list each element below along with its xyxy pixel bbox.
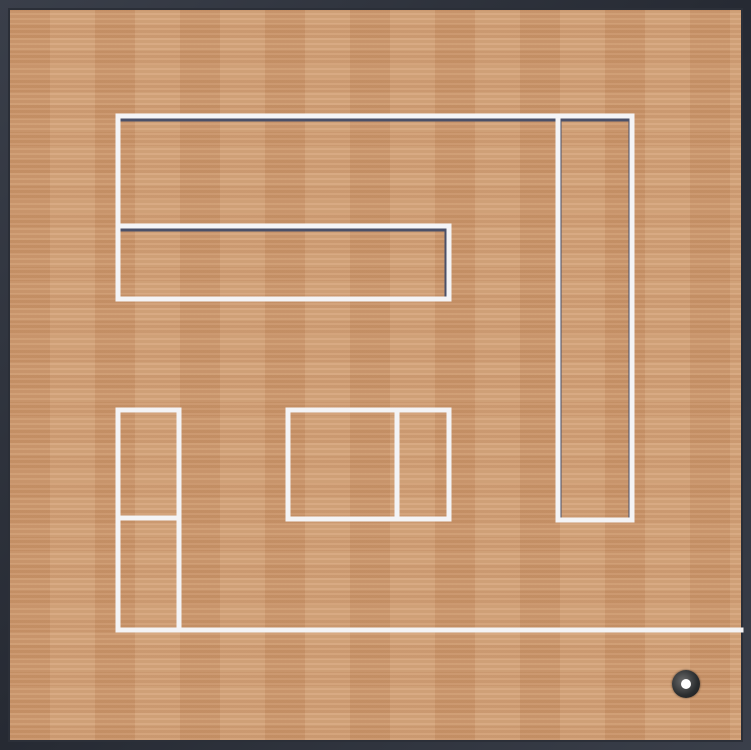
wall-shadows — [119, 118, 632, 520]
wall-right-column — [555, 113, 635, 523]
ball-icon[interactable] — [672, 670, 700, 698]
wall-upper-structure — [115, 113, 635, 302]
ball-highlight — [681, 679, 691, 689]
wall-center-box — [285, 407, 452, 522]
wall-lower-left — [115, 407, 744, 633]
maze-board[interactable] — [8, 8, 743, 742]
